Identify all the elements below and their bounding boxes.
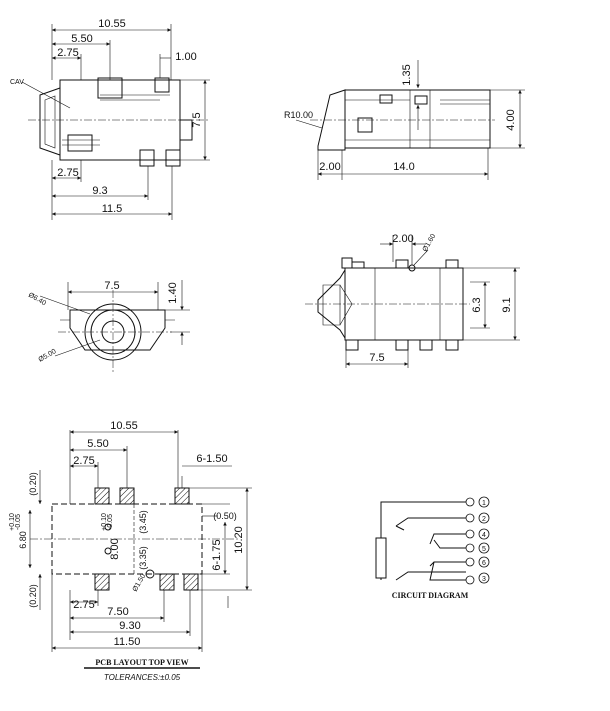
pcb-dim-1020: 10.20 <box>233 526 245 554</box>
top-dim-height: 7.5 <box>191 112 203 127</box>
circuit-pin-6: 6 <box>482 560 486 567</box>
bottom-view: 2.00 Ø1.60 6.3 9.1 7.5 <box>305 233 520 368</box>
circuit-pin-4: 4 <box>482 532 486 539</box>
side-dim-height: 4.00 <box>505 109 517 130</box>
pcb-dim-b-750: 7.50 <box>107 606 128 618</box>
top-dim-lower-left: 2.75 <box>57 167 78 179</box>
pcb-dim-mid: 5.50 <box>87 438 108 450</box>
circuit-pin-5: 5 <box>482 546 486 553</box>
pcb-dim-pads: 6-1.50 <box>196 453 227 465</box>
top-view: 10.55 5.50 2.75 1.00 7.5 2.75 9.3 11.5 C… <box>10 18 210 220</box>
top-dim-left: 2.75 <box>57 47 78 59</box>
pcb-dim-b-left: 2.75 <box>73 599 94 611</box>
side-dim-length: 14.0 <box>393 161 414 173</box>
bottom-dim-width: 7.5 <box>369 352 384 364</box>
pcb-layout: 10.55 5.50 2.75 6-1.50 (0.20) (0.20) 6.8… <box>9 420 252 682</box>
pcb-dim-center-tol-top: +0.10 <box>101 513 108 531</box>
pcb-dim-175: 6-1.75 <box>211 539 223 570</box>
front-dim-outer-dia: Ø6.40 <box>27 292 47 308</box>
pcb-dim-345: (3.45) <box>138 510 148 534</box>
bottom-dim-outer: 9.1 <box>501 297 513 312</box>
label-cav: CAV <box>10 79 24 86</box>
front-dim-inner-dia: Ø5.00 <box>38 348 58 364</box>
circuit-pin-1: 1 <box>482 500 486 507</box>
circuit-pin-3: 3 <box>482 576 486 583</box>
top-dim-lower-mid: 9.3 <box>92 185 107 197</box>
side-dim-left: 2.00 <box>319 161 340 173</box>
bottom-dim-top: 2.00 <box>392 233 413 245</box>
side-dim-radius: R10.00 <box>284 110 313 120</box>
pcb-dim-335: (3.35) <box>138 546 148 570</box>
pcb-dim-left-height: 6.80 <box>18 531 28 549</box>
top-dim-lower-overall: 11.5 <box>102 203 123 215</box>
circuit-pin-2: 2 <box>482 516 486 523</box>
top-dim-right-small: 1.00 <box>175 51 196 63</box>
pcb-dim-left-height-tol-top: +0.10 <box>9 513 16 531</box>
pcb-dim-overall: 10.55 <box>110 420 138 432</box>
top-dim-mid: 5.50 <box>71 33 92 45</box>
pcb-dim-hole: Ø1.50 <box>132 573 148 593</box>
pcb-tolerance: TOLERANCES:±0.05 <box>104 673 181 682</box>
pcb-dim-050: (0.50) <box>213 511 237 521</box>
bottom-dim-small: Ø1.60 <box>422 233 438 253</box>
side-dim-top: 1.35 <box>401 64 413 85</box>
pcb-dim-b-1150: 11.50 <box>114 636 141 648</box>
pcb-title: PCB LAYOUT TOP VIEW <box>95 658 188 667</box>
pcb-dim-b-930: 9.30 <box>119 620 140 632</box>
pcb-dim-center-tol-bottom: -0.05 <box>107 514 114 530</box>
front-view: 7.5 1.40 Ø6.40 Ø5.00 <box>27 280 190 372</box>
pcb-dim-top-margin: (0.20) <box>28 472 38 496</box>
front-dim-width: 7.5 <box>104 280 119 292</box>
pcb-dim-left: 2.75 <box>73 455 94 467</box>
top-dim-overall: 10.55 <box>98 18 126 30</box>
circuit-diagram: 1 2 4 5 6 3 CIRCUIT DIAGRAM <box>375 496 490 600</box>
side-view: 1.35 4.00 2.00 14.0 R10.00 <box>284 60 525 180</box>
bottom-dim-inner: 6.3 <box>471 297 483 312</box>
pcb-dim-left-height-tol-bottom: -0.05 <box>15 514 22 530</box>
pcb-dim-bottom-margin: (0.20) <box>28 584 38 608</box>
pcb-dim-center: 8.00 <box>109 538 121 559</box>
front-dim-top: 1.40 <box>167 282 179 303</box>
circuit-title: CIRCUIT DIAGRAM <box>392 591 469 600</box>
